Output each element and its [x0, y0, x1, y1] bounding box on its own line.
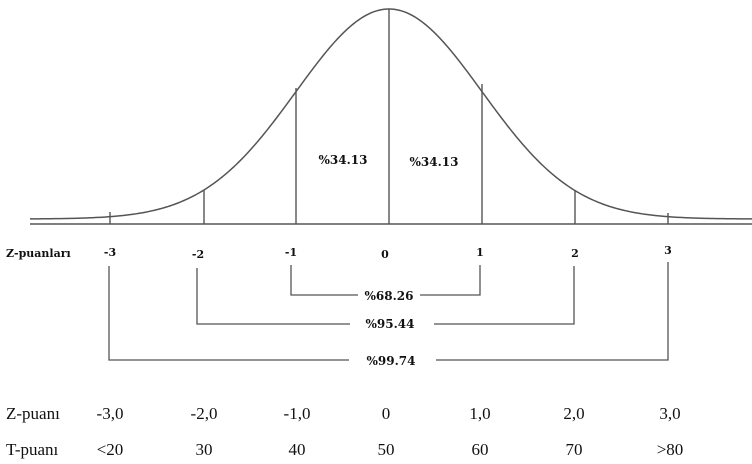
t-value-3: 40 — [289, 440, 306, 459]
z-tick-0: 0 — [381, 248, 389, 261]
percent-right-center: %34.13 — [410, 155, 459, 169]
bell-curve — [29, 8, 752, 220]
z-value-plus3: 3,0 — [659, 404, 680, 423]
z-value-0: 0 — [382, 404, 391, 423]
bracket-1sd-right — [420, 265, 481, 296]
t-value-1: <20 — [97, 440, 124, 459]
t-row-label: T-puanı — [6, 440, 59, 459]
z-value-minus3: -3,0 — [97, 404, 124, 423]
percent-3sd: %99.74 — [367, 354, 416, 368]
bracket-1sd-left — [290, 265, 358, 296]
t-value-6: 70 — [566, 440, 583, 459]
z-tick-1: 1 — [476, 246, 484, 259]
percent-left-center: %34.13 — [319, 153, 368, 167]
z-tick-minus1: -1 — [285, 246, 297, 259]
z-row-label: Z-puanı — [6, 404, 60, 423]
percent-2sd: %95.44 — [366, 317, 415, 331]
bracket-2sd-right — [434, 266, 575, 325]
z-value-minus2: -2,0 — [191, 404, 218, 423]
bracket-2sd-left — [196, 268, 350, 325]
t-value-4: 50 — [378, 440, 395, 459]
z-tick-minus3: -3 — [104, 246, 116, 259]
z-tick-2: 2 — [571, 247, 579, 260]
bracket-3sd-left — [108, 266, 349, 361]
z-tick-minus2: -2 — [192, 248, 204, 261]
z-value-plus2: 2,0 — [563, 404, 584, 423]
z-value-minus1: -1,0 — [284, 404, 311, 423]
z-axis-label: Z-puanları — [6, 247, 71, 260]
z-value-plus1: 1,0 — [469, 404, 490, 423]
t-value-7: >80 — [657, 440, 684, 459]
t-value-2: 30 — [196, 440, 213, 459]
t-value-5: 60 — [472, 440, 489, 459]
percent-1sd: %68.26 — [365, 289, 414, 303]
z-tick-3: 3 — [664, 244, 672, 257]
bracket-3sd-right — [436, 262, 669, 361]
